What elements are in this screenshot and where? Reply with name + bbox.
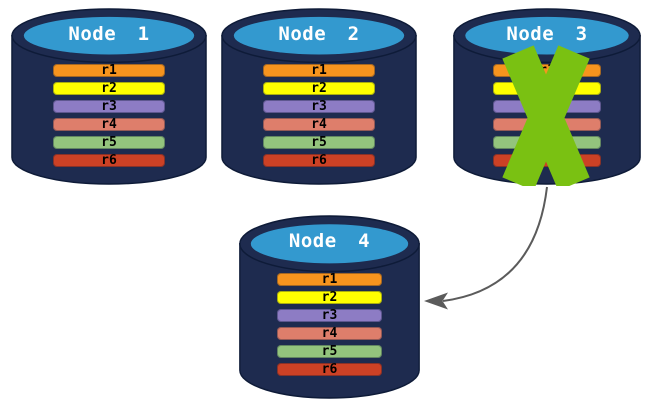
record-stack: r1 r2 r3 r4 r5 r6 [262, 62, 376, 176]
record-label: r4 [101, 116, 117, 132]
record-label: r4 [539, 116, 555, 132]
record-label: r4 [321, 325, 338, 341]
node-3-failed: Node 3 r1 r2 r3 r4 r5 r6 [452, 6, 642, 186]
record-label: r3 [101, 98, 117, 114]
node-4: Node 4 r1 r2 r3 r4 r5 r6 [238, 213, 421, 400]
record-bar-r4: r4 [492, 116, 602, 132]
record-bar-r5: r5 [492, 134, 602, 150]
record-label: r2 [321, 289, 338, 305]
record-bar-r1: r1 [52, 62, 166, 78]
record-stack: r1 r2 r3 r4 r5 r6 [277, 271, 382, 389]
node-2: Node 2 r1 r2 r3 r4 r5 r6 [220, 6, 418, 186]
node-title: Node 4 [288, 230, 371, 252]
record-bar-r6: r6 [262, 152, 376, 168]
record-bar-r5: r5 [262, 134, 376, 150]
record-bar-r5: r5 [52, 134, 166, 150]
record-bar-r1: r1 [277, 271, 382, 287]
record-bar-r6: r6 [492, 152, 602, 168]
record-label: r4 [311, 116, 327, 132]
record-bar-r3: r3 [262, 98, 376, 114]
record-bar-r6: r6 [52, 152, 166, 168]
record-label: r1 [321, 271, 338, 287]
record-label: r1 [101, 62, 117, 78]
record-label: r2 [539, 80, 555, 96]
record-label: r6 [321, 361, 338, 377]
record-bar-r3: r3 [277, 307, 382, 323]
node-1: Node 1 r1 r2 r3 r4 r5 r6 [10, 6, 208, 186]
record-bar-r4: r4 [277, 325, 382, 341]
node-title: Node 3 [506, 23, 588, 45]
record-label: r2 [101, 80, 117, 96]
record-label: r6 [311, 152, 327, 168]
record-bar-r2: r2 [262, 80, 376, 96]
record-bar-r1: r1 [492, 62, 602, 78]
record-bar-r2: r2 [277, 289, 382, 305]
record-bar-r3: r3 [492, 98, 602, 114]
node-title: Node 2 [278, 23, 360, 45]
node-title: Node 1 [68, 23, 150, 45]
record-label: r2 [311, 80, 327, 96]
record-label: r6 [539, 152, 555, 168]
record-label: r5 [321, 343, 338, 359]
record-bar-r6: r6 [277, 361, 382, 377]
record-stack: r1 r2 r3 r4 r5 r6 [52, 62, 166, 176]
record-bar-r4: r4 [262, 116, 376, 132]
record-label: r1 [539, 62, 555, 78]
record-label: r3 [311, 98, 327, 114]
record-label: r5 [101, 134, 117, 150]
record-label: r6 [101, 152, 117, 168]
record-label: r5 [311, 134, 327, 150]
record-bar-r4: r4 [52, 116, 166, 132]
record-label: r3 [321, 307, 338, 323]
record-bar-r2: r2 [52, 80, 166, 96]
record-label: r3 [539, 98, 555, 114]
record-bar-r3: r3 [52, 98, 166, 114]
record-stack: r1 r2 r3 r4 r5 r6 [492, 62, 602, 176]
record-label: r5 [539, 134, 555, 150]
record-label: r1 [311, 62, 327, 78]
record-bar-r2: r2 [492, 80, 602, 96]
record-bar-r1: r1 [262, 62, 376, 78]
record-bar-r5: r5 [277, 343, 382, 359]
arrowhead-icon [424, 292, 448, 310]
